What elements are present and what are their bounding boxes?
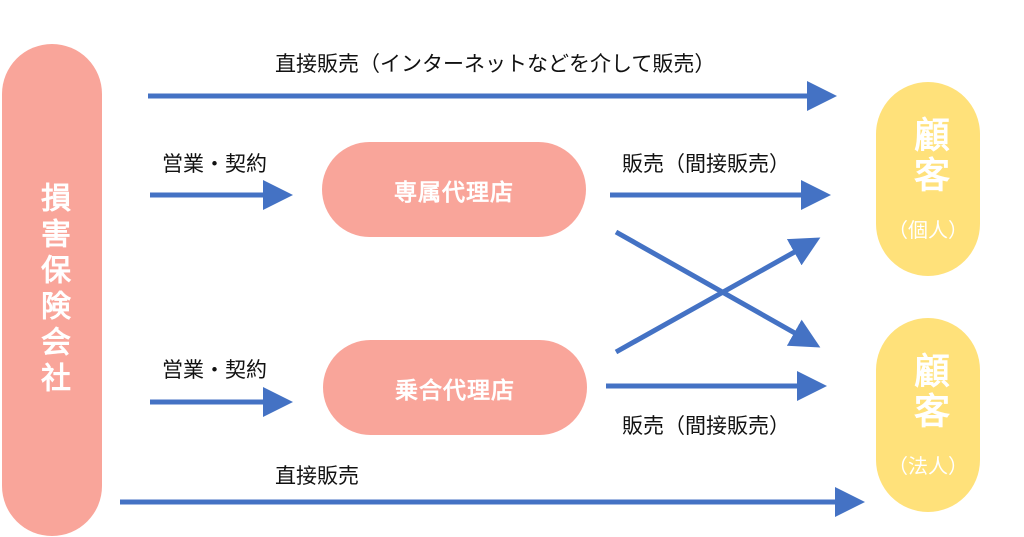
- multi-agent-label: 乗合代理店: [395, 377, 515, 404]
- customer-individual-title: 顧客: [908, 115, 949, 196]
- direct-sales-top-label: 直接販売（インターネットなどを介して販売）: [275, 52, 716, 76]
- customer-individual-node: 顧客 （個人）: [876, 82, 980, 276]
- exclusive-agent-label: 専属代理店: [394, 179, 514, 206]
- customer-corporate-title: 顧客: [908, 351, 949, 432]
- arrow-exclusive-to-corporate: [614, 229, 821, 348]
- direct-sales-bottom-label: 直接販売: [275, 464, 359, 488]
- multi-agent-node: 乗合代理店: [323, 340, 587, 435]
- indirect-sales-label-multi: 販売（間接販売）: [622, 414, 790, 438]
- customer-individual-sub: （個人）: [888, 217, 968, 242]
- customer-corporate-sub: （法人）: [888, 453, 968, 478]
- sales-contract-label-exclusive: 営業・契約: [162, 152, 267, 176]
- sales-contract-label-multi: 営業・契約: [162, 358, 267, 382]
- customer-corporate-node: 顧客 （法人）: [876, 318, 980, 512]
- indirect-sales-label-exclusive: 販売（間接販売）: [622, 152, 790, 176]
- insurer-label: 損害保険会社: [35, 182, 70, 398]
- insurer-node: 損害保険会社: [2, 44, 102, 536]
- arrow-multi-to-individual: [614, 237, 821, 355]
- exclusive-agent-node: 専属代理店: [322, 142, 586, 237]
